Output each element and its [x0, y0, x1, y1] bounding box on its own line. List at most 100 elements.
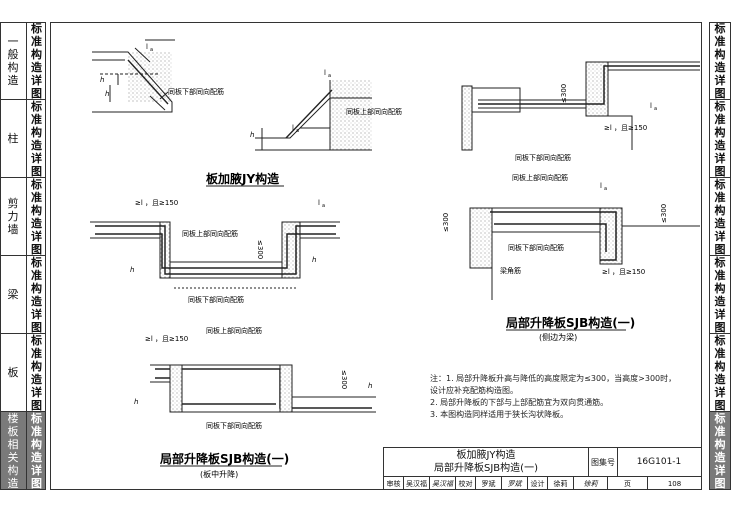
- svg-text:≥l ，且≥150: ≥l ，且≥150: [602, 268, 645, 276]
- svg-text:h: h: [368, 382, 372, 390]
- right-tab-4[interactable]: 标准构造详图: [709, 334, 731, 412]
- ge-label-1: ≥l ，且≥150: [135, 199, 178, 207]
- svg-text:≤300: ≤300: [660, 204, 668, 223]
- sjb2-bottom-label: 同板下部同向配筋: [206, 421, 262, 430]
- right-chapter-tabs: 标准构造详图标准构造详图标准构造详图标准构造详图标准构造详图标准构造详图: [709, 22, 731, 490]
- signature-row: 审核 吴汉福 吴汉福 校对 罗斌 罗斌 设计 徐莉 徐莉 页 108: [384, 476, 701, 490]
- right-tab-label: 标准构造详图: [709, 100, 731, 178]
- left-tab-chapter: 梁: [0, 256, 26, 333]
- svg-text:≥l ，且≥150: ≥l ，且≥150: [604, 124, 647, 132]
- sjb2-title: 局部升降板SJB构造(一): [160, 451, 289, 466]
- right-tab-5[interactable]: 标准构造详图: [709, 412, 731, 490]
- sjb2-subtitle: (板中升降): [200, 469, 238, 479]
- sjb-right-bottom-label: 同板下部同向配筋: [515, 153, 571, 162]
- design-signature: 徐莉: [574, 477, 608, 490]
- svg-text:l: l: [600, 182, 602, 190]
- right-tab-label: 标准构造详图: [709, 22, 731, 100]
- atlas-number: 16G101-1: [636, 457, 682, 467]
- svg-text:h: h: [250, 131, 254, 139]
- left-tab-chapter: 板: [0, 334, 26, 411]
- svg-text:≤300: ≤300: [256, 240, 264, 259]
- right-tab-label: 标准构造详图: [709, 178, 731, 256]
- right-tab-label: 标准构造详图: [709, 412, 731, 490]
- title-line-1: 板加腋JY构造: [456, 450, 516, 461]
- left-tab-2[interactable]: 剪力墙标准构造详图: [0, 178, 46, 256]
- la-sub-1: a: [150, 47, 153, 53]
- review-name: 吴汉福: [404, 477, 430, 490]
- note-line: 设计应补充配筋构造图。: [430, 386, 518, 395]
- check-name: 罗斌: [476, 477, 502, 490]
- haunch-detail-left: [92, 39, 175, 113]
- title-line-2: 局部升降板SJB构造(一): [434, 463, 538, 474]
- sjb-side-detail-right: [461, 61, 700, 151]
- page-label: 页: [608, 477, 648, 490]
- check-signature: 罗斌: [502, 477, 528, 490]
- right-tab-3[interactable]: 标准构造详图: [709, 256, 731, 334]
- svg-text:l: l: [292, 124, 294, 132]
- note-line: 注：1. 局部升降板升高与降低的高度限定为≤300，当高度>300时，: [430, 374, 677, 383]
- sjb2-top-label: 同板上部同向配筋: [206, 326, 262, 335]
- svg-text:l: l: [324, 69, 326, 77]
- svg-text:a: a: [296, 128, 299, 134]
- haunch-right-top-label: 同板上部同向配筋: [346, 107, 402, 116]
- right-tab-label: 标准构造详图: [709, 256, 731, 334]
- la-label-1: l: [146, 43, 148, 51]
- haunch-title: 板加腋JY构造: [206, 171, 280, 186]
- svg-text:h: h: [100, 76, 104, 84]
- note-line: 3. 本图构造同样适用于狭长沟状降板。: [430, 410, 569, 419]
- left-tab-label: 标准构造详图: [26, 100, 46, 178]
- svg-text:≤300: ≤300: [442, 213, 450, 232]
- svg-text:l: l: [318, 199, 320, 207]
- left-tab-label: 标准构造详图: [26, 334, 46, 412]
- sjb1-subtitle: (侧边为梁): [539, 332, 577, 342]
- left-tab-label: 标准构造详图: [26, 178, 46, 256]
- sjb-right-top-label: 同板上部同向配筋: [512, 173, 568, 182]
- design-name: 徐莉: [548, 477, 574, 490]
- sjb1-bottom-label: 同板下部同向配筋: [188, 295, 244, 304]
- left-tab-label: 标准构造详图: [26, 256, 46, 334]
- left-tab-chapter: 一般构造: [0, 22, 26, 99]
- page-number: 108: [667, 479, 682, 488]
- notes-block: 注：1. 局部升降板升高与降低的高度限定为≤300，当高度>300时， 设计应补…: [430, 373, 676, 421]
- atlas-label: 图集号: [589, 448, 618, 476]
- left-tab-label: 标准构造详图: [26, 412, 46, 490]
- corner-bar-label: 梁角筋: [500, 266, 521, 275]
- left-tab-chapter: 楼板相关构造: [0, 412, 26, 490]
- left-tab-0[interactable]: 一般构造标准构造详图: [0, 22, 46, 100]
- svg-text:≥l ，且≥150: ≥l ，且≥150: [145, 335, 188, 343]
- left-tab-chapter: 剪力墙: [0, 178, 26, 255]
- sjb-mid-detail: [150, 364, 376, 413]
- svg-text:a: a: [654, 106, 657, 112]
- review-label: 审核: [384, 477, 404, 490]
- sjb-beam-detail-right: [469, 207, 700, 300]
- left-tab-4[interactable]: 板标准构造详图: [0, 334, 46, 412]
- left-tab-1[interactable]: 柱标准构造详图: [0, 100, 46, 178]
- right-tab-label: 标准构造详图: [709, 334, 731, 412]
- note-line: 2. 局部升降板的下部与上部配筋宜为双向贯通筋。: [430, 398, 609, 407]
- svg-text:h: h: [312, 256, 316, 264]
- check-label: 校对: [456, 477, 476, 490]
- svg-text:h: h: [105, 90, 109, 98]
- right-tab-1[interactable]: 标准构造详图: [709, 100, 731, 178]
- haunch-left-bottom-label: 同板下部同向配筋: [168, 87, 224, 96]
- svg-text:a: a: [322, 203, 325, 209]
- svg-text:≤300: ≤300: [340, 370, 348, 389]
- svg-text:a: a: [604, 186, 607, 192]
- sjb1-title: 局部升降板SJB构造(一): [506, 315, 635, 330]
- right-tab-0[interactable]: 标准构造详图: [709, 22, 731, 100]
- left-tab-chapter: 柱: [0, 100, 26, 177]
- svg-text:≤300: ≤300: [560, 84, 568, 103]
- sheet-title: 板加腋JY构造 局部升降板SJB构造(一): [384, 448, 589, 476]
- right-tab-2[interactable]: 标准构造详图: [709, 178, 731, 256]
- sjb1-top-label: 同板上部同向配筋: [182, 229, 238, 238]
- svg-text:l: l: [650, 102, 652, 110]
- sjb-right-mid-label: 同板下部同向配筋: [508, 243, 564, 252]
- left-tab-5[interactable]: 楼板相关构造标准构造详图: [0, 412, 46, 490]
- svg-text:h: h: [130, 266, 134, 274]
- left-tab-3[interactable]: 梁标准构造详图: [0, 256, 46, 334]
- svg-text:h: h: [134, 398, 138, 406]
- drawing-frame: [50, 22, 702, 490]
- svg-text:a: a: [328, 73, 331, 79]
